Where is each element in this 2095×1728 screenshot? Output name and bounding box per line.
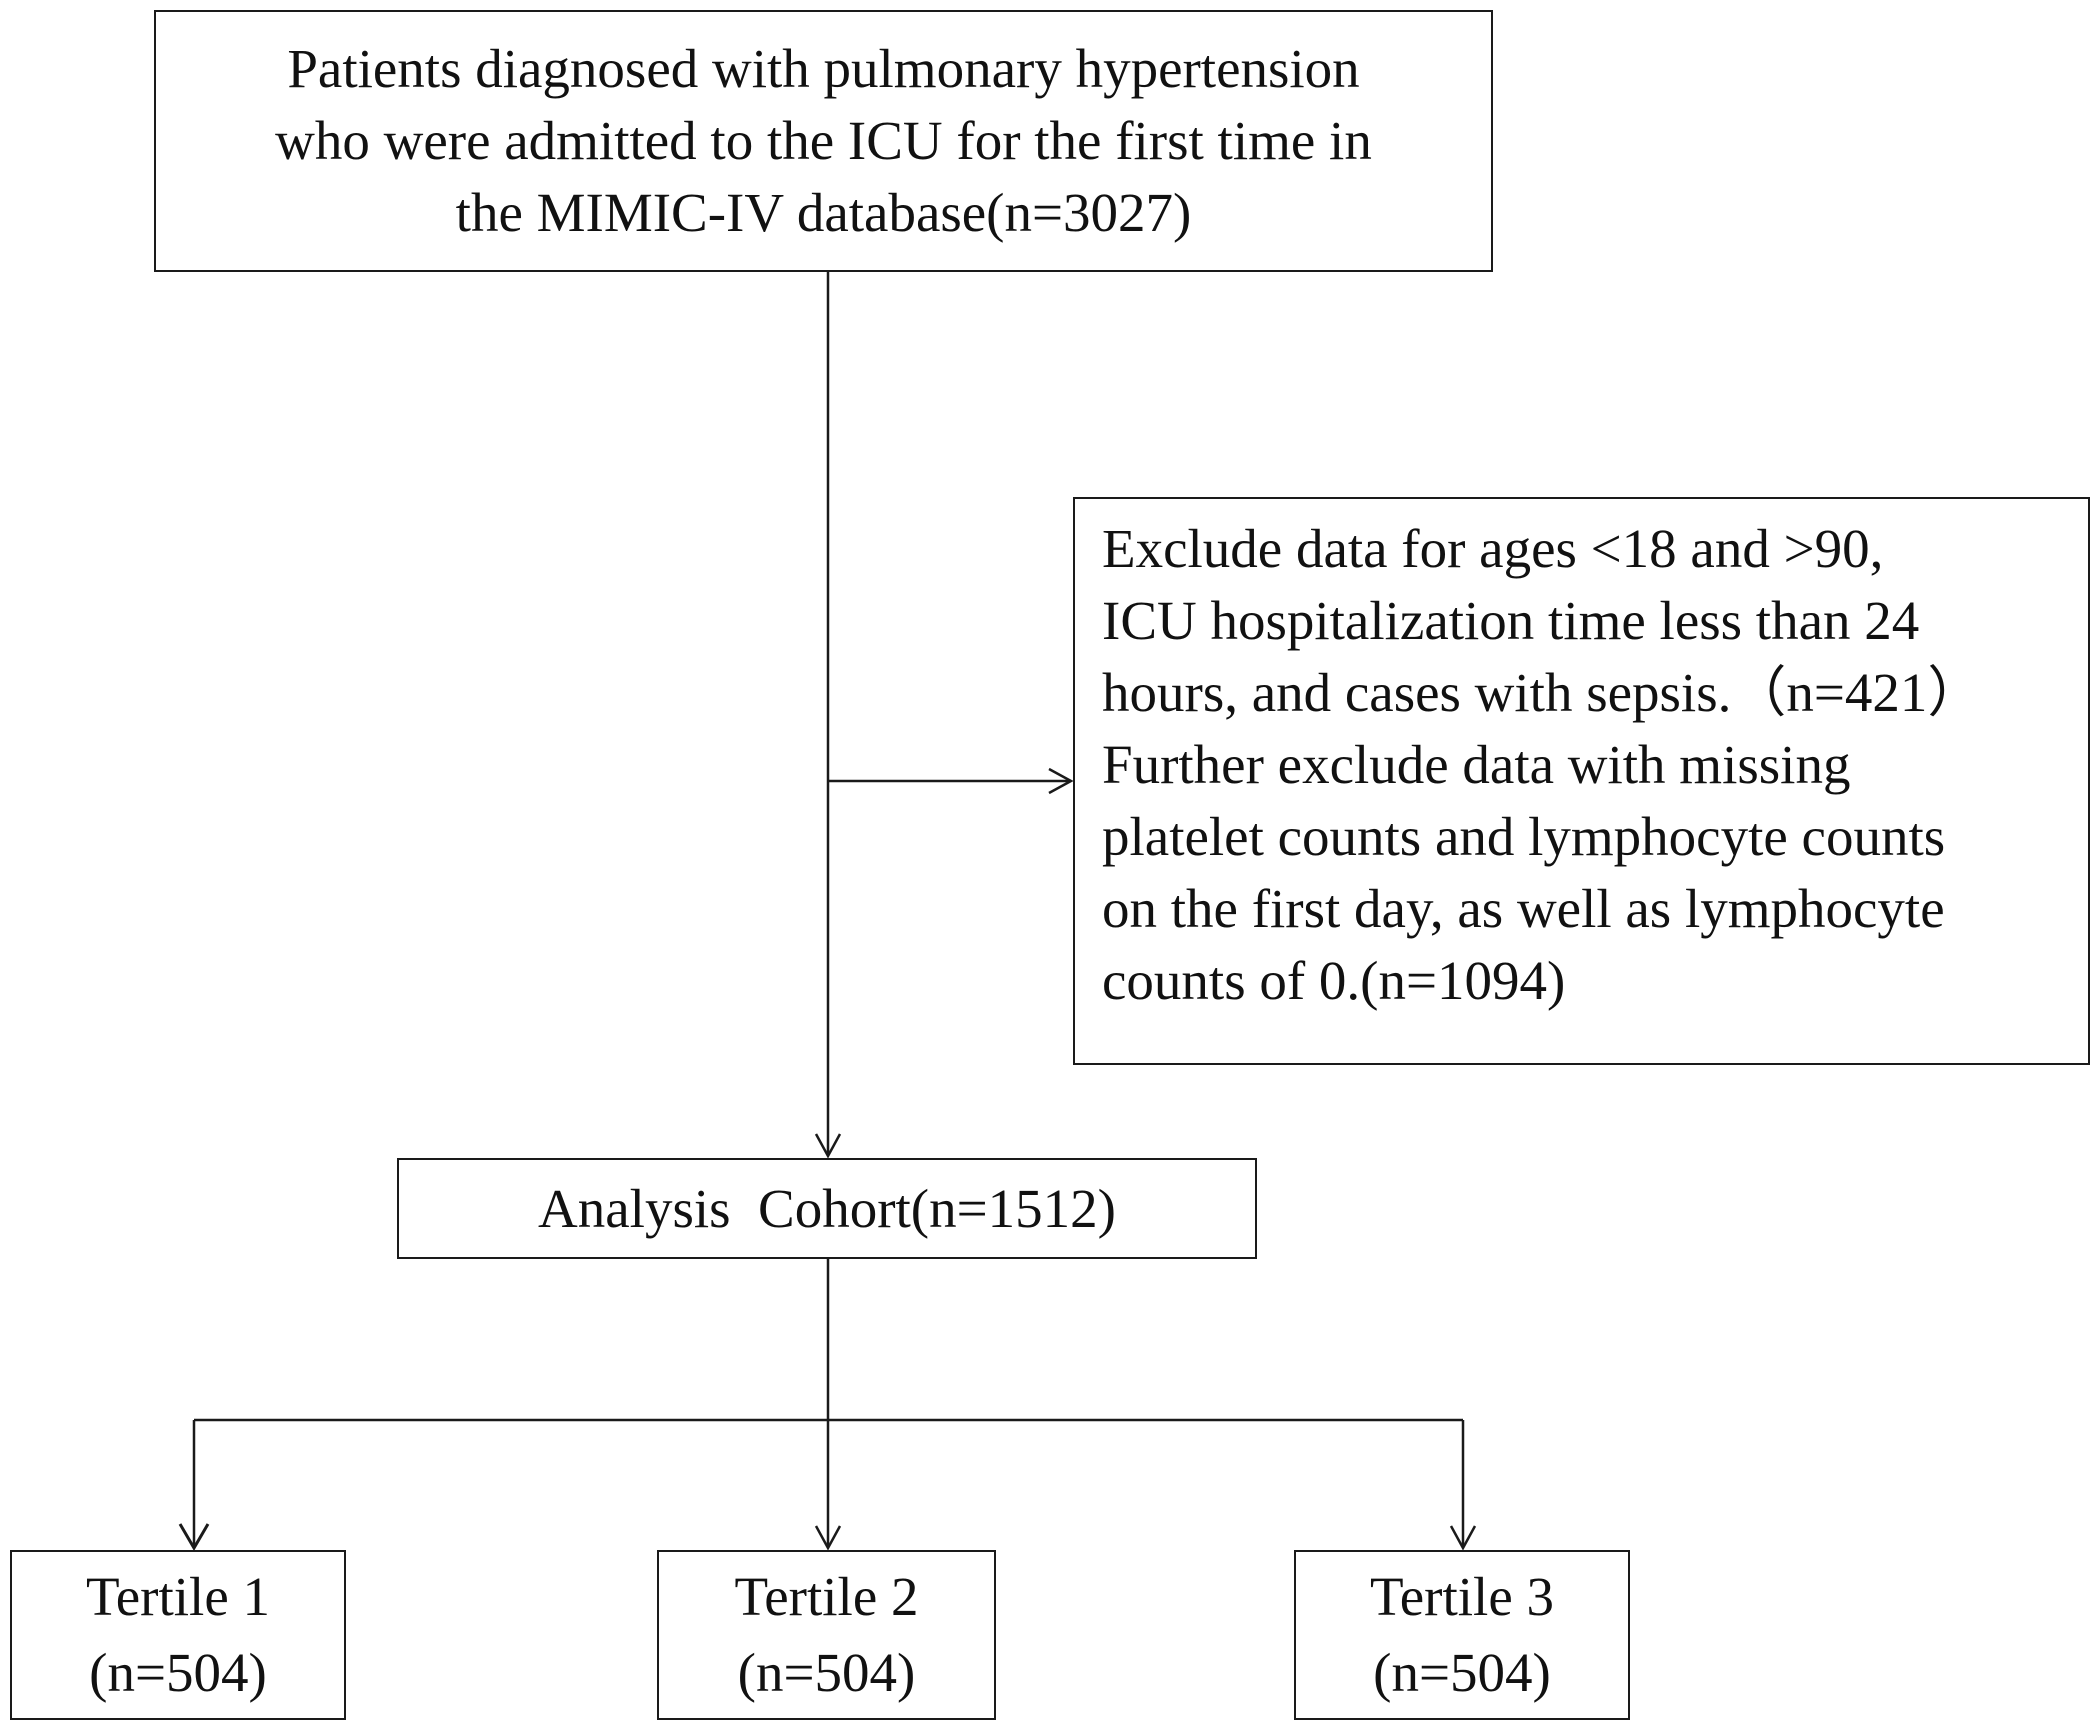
tertile-3-count: (n=504) [1373,1642,1551,1703]
top-box-line-3: the MIMIC-IV database(n=3027) [455,182,1192,243]
exclusion-line-2: ICU hospitalization time less than 24 [1102,590,1920,651]
arrowhead-t2 [814,1525,842,1551]
exclusion-line-7: counts of 0.(n=1094) [1102,950,1566,1011]
arrowhead-exclusion [1048,767,1074,795]
exclusion-line-5: platelet counts and lymphocyte counts [1102,806,1946,867]
top-box-line-1: Patients diagnosed with pulmonary hypert… [287,38,1360,99]
box-analysis-cohort: Analysis Cohort(n=1512) [397,1158,1257,1259]
arrowhead-t1 [178,1523,210,1551]
arrowhead-t3 [1449,1525,1477,1551]
box-tertile-3: Tertile 3 (n=504) [1294,1550,1630,1720]
box-tertile-2: Tertile 2 (n=504) [657,1550,996,1720]
exclusion-line-6: on the first day, as well as lymphocyte [1102,878,1945,939]
exclusion-line-1: Exclude data for ages <18 and >90, [1102,518,1884,579]
box-initial-population: Patients diagnosed with pulmonary hypert… [154,10,1493,272]
box-exclusion-criteria: Exclude data for ages <18 and >90, ICU h… [1073,497,2090,1065]
box-tertile-1: Tertile 1 (n=504) [10,1550,346,1720]
tertile-3-label: Tertile 3 [1370,1566,1554,1627]
exclusion-line-4: Further exclude data with missing [1102,734,1851,795]
arrowhead-cohort [814,1133,842,1159]
exclusion-line-3: hours, and cases with sepsis.（n=421） [1102,662,1983,723]
cohort-label: Analysis Cohort(n=1512) [538,1177,1116,1239]
tertile-2-label: Tertile 2 [734,1566,919,1627]
tertile-2-count: (n=504) [737,1642,916,1703]
tertile-1-label: Tertile 1 [86,1566,270,1627]
tertile-1-count: (n=504) [89,1642,267,1703]
top-box-line-2: who were admitted to the ICU for the fir… [275,110,1372,171]
